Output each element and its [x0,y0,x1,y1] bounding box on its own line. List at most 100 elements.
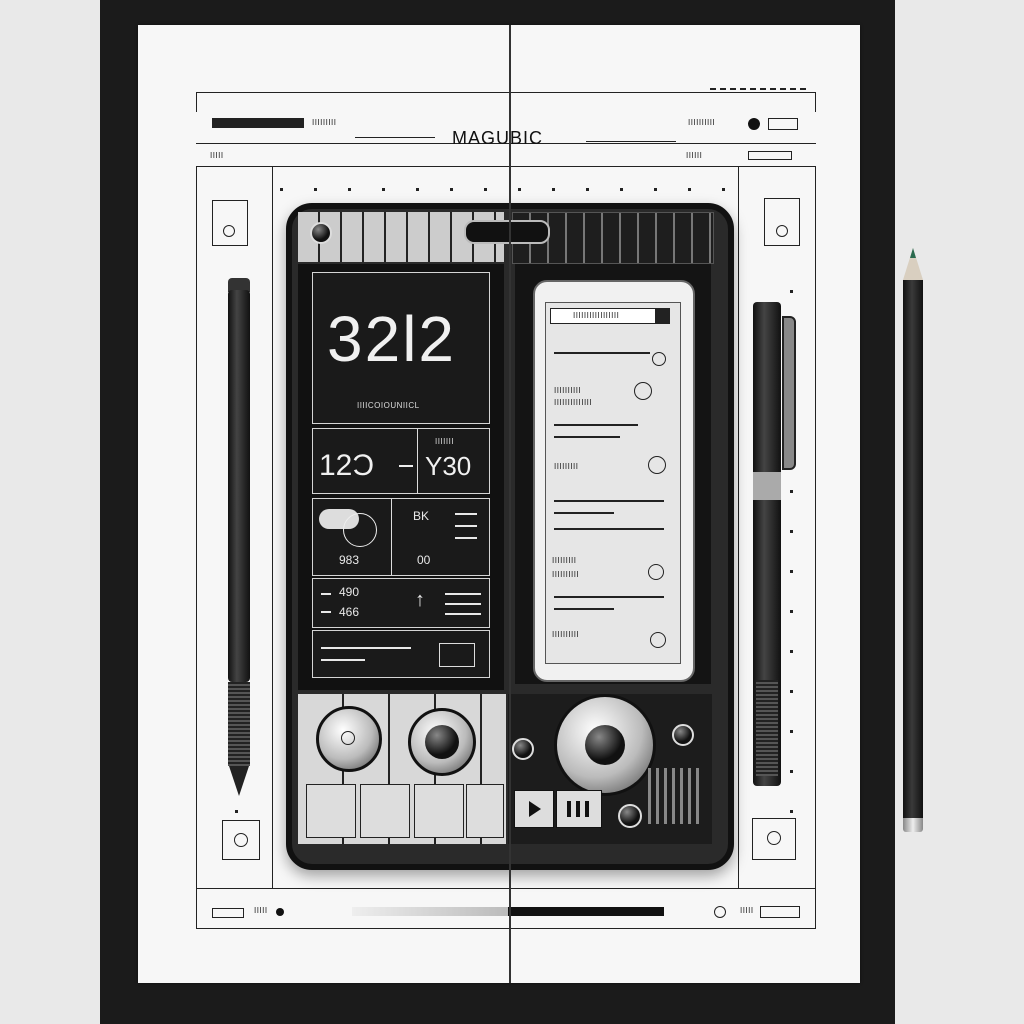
stats-panel: 490 466 ↑ [312,578,490,628]
header-left-label: IIIIIIIII [312,118,337,127]
divider [417,429,418,493]
subheader-rule [196,166,816,167]
weather-value: 983 [339,553,360,567]
doc-line [554,424,638,426]
status-box [748,151,792,160]
play-icon [529,801,541,817]
battery-icon [768,118,798,130]
right-jack-icon [752,818,796,860]
left-jack-icon [222,820,260,860]
inner-guide-left [272,166,273,888]
doc-item-1a: IIIIIIIIII [554,386,582,395]
summary-panel [312,630,490,678]
bullet [321,611,331,613]
doc-line [554,436,620,438]
footer-right-label: IIIII [740,906,754,915]
page-title: MAGUBIC [452,128,544,148]
search-icon[interactable] [634,382,652,400]
frame-right-line [815,166,816,928]
main-caption: IIIICOIOUNIICL [357,401,420,410]
footer-knob-icon[interactable] [714,906,726,918]
main-value: 32l2 [327,303,456,375]
doc-line [554,500,664,502]
play-button[interactable] [514,790,554,828]
mode-sub: 00 [417,553,431,567]
footer-left-box [212,908,244,918]
doc-bullet-icon[interactable] [652,352,666,366]
doc-line [554,596,664,598]
header-right-label: IIIIIIIIII [688,118,716,127]
small-knob[interactable] [672,724,694,746]
doc-item-4: IIIIIIIIII [552,630,580,639]
frame-tick [815,92,816,112]
doc-line [554,608,614,610]
main-dial[interactable] [554,694,656,796]
stat-a: 490 [339,585,360,599]
key-tile[interactable] [360,784,410,838]
bar-line [445,613,481,615]
key-tile[interactable] [466,784,504,838]
subheader-right-label: IIIIII [686,151,703,160]
bar-line [445,593,481,595]
divider [391,499,392,575]
stylus-cap [228,278,250,292]
stylus-tip [229,766,249,796]
small-knob[interactable] [512,738,534,760]
document-header-bar: IIIIIIIIIIIIIIIII [550,308,670,324]
inner-guide-right [738,166,739,888]
main-readout-panel: 32l2 IIIICOIOUNIICL [312,272,490,424]
pencil-lead [910,248,916,258]
key-tile[interactable] [306,784,356,838]
frame-tick [196,92,197,112]
circuit-grid [648,768,704,824]
key-tile[interactable] [414,784,464,838]
doc-item-3a: IIIIIIIII [552,556,577,565]
dial-left[interactable] [316,706,382,772]
right-caption: IIIIIII [435,437,455,446]
pencil[interactable] [903,280,923,820]
dial-center[interactable] [408,708,476,776]
left-socket-icon [212,200,248,246]
subheader-left-label: IIIII [210,151,224,160]
bar-line [445,603,481,605]
pause-bars-icon [567,801,591,817]
summary-box [439,643,475,667]
bullet [321,593,331,595]
stylus-grip [228,682,250,766]
footer-left-label: IIIII [254,906,268,915]
record-icon[interactable] [748,118,760,130]
summary-line [321,647,411,649]
footer-bottom-rule [196,928,816,929]
page-fold-line [509,25,511,983]
right-socket-icon [764,198,800,246]
pause-button[interactable] [556,790,602,828]
document-header: IIIIIIIIIIIIIIIII [573,311,620,320]
doc-item-1b: IIIIIIIIIIIIII [554,398,593,407]
doc-line [554,528,664,530]
frame-top-line [196,92,816,93]
header-bar-left [212,118,304,128]
menu-line [455,513,477,515]
header-dash-line [710,88,810,90]
progress-bar[interactable] [352,907,664,916]
footer-top-rule [196,888,816,889]
doc-hook-icon[interactable] [648,564,664,580]
doc-line [554,352,650,354]
summary-line [321,659,365,661]
doc-target-icon[interactable] [648,456,666,474]
left-value: 12Ɔ [319,449,375,482]
weather-panel: 983 BK 00 [312,498,490,576]
arrow-up-icon[interactable]: ↑ [415,589,425,611]
sun-ring-icon [343,513,377,547]
frame-left-line [196,166,197,928]
range-dash [399,465,413,467]
footer-right-box [760,906,800,918]
pencil-tip [903,248,923,280]
right-value: Y30 [425,451,472,481]
pencil-ferrule [903,818,923,832]
doc-end-icon[interactable] [650,632,666,648]
speaker-slot [464,220,550,244]
stylus-left[interactable] [228,290,250,682]
small-knob[interactable] [618,804,642,828]
document-header-tab [655,309,669,323]
